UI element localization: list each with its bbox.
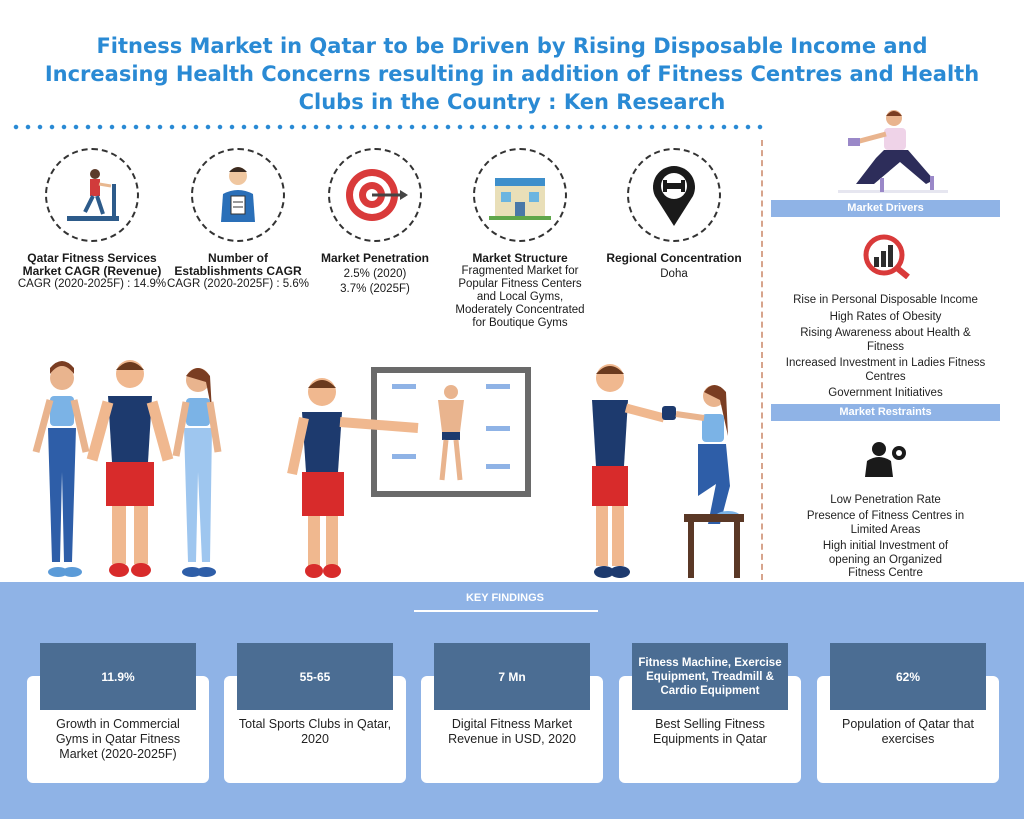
- stat-value: CAGR (2020-2025F) : 5.6%: [167, 278, 309, 290]
- key-findings-heading: KEY FINDINGS: [465, 592, 545, 604]
- page-title: Fitness Market in Qatar to be Driven by …: [44, 34, 980, 114]
- stat-label: Qatar Fitness Services Market CAGR (Reve…: [22, 251, 162, 278]
- key-findings-underline: [414, 610, 598, 612]
- stat-label: Market Penetration: [320, 251, 430, 265]
- finding-description: Best Selling Fitness Equipments in Qatar: [653, 717, 767, 746]
- market-restraints-heading: Market Restraints: [771, 403, 1000, 421]
- driver-item: Rising Awareness about Health & Fitness: [800, 327, 971, 353]
- male-athlete: [86, 360, 174, 577]
- trainer-icon: [191, 148, 285, 242]
- finding-value: 55-65: [237, 643, 393, 710]
- finding-value: 7 Mn: [434, 643, 590, 710]
- finding-description: Digital Fitness Market Revenue in USD, 2…: [448, 717, 576, 746]
- stat-value: 2.5% (2020): [343, 268, 407, 280]
- location-pin-icon: [627, 148, 721, 242]
- athletes-illustration: [32, 360, 222, 577]
- finding-value: 62%: [830, 643, 986, 710]
- stat-market-penetration: Market Penetration 2.5% (2020) 3.7% (202…: [300, 148, 450, 296]
- dotted-divider: [10, 124, 766, 130]
- driver-item: Government Initiatives: [828, 387, 943, 399]
- businessman-gear-icon: [771, 439, 1000, 482]
- dumbbell-training-illustration: [592, 364, 744, 578]
- stat-establishments-cagr: Number of Establishments CAGR CAGR (2020…: [163, 148, 313, 291]
- analytics-icon: [771, 233, 1000, 284]
- drivers-restraints-panel: Market Drivers Rise in Personal Disposab…: [771, 200, 1000, 584]
- target-icon: [328, 148, 422, 242]
- gym-building-icon: [473, 148, 567, 242]
- restraint-item: Low Penetration Rate: [830, 493, 941, 506]
- driver-item: Rise in Personal Disposable Income: [793, 294, 978, 306]
- finding-description: Total Sports Clubs in Qatar, 2020: [238, 717, 392, 746]
- finding-value: Fitness Machine, Exercise Equipment, Tre…: [632, 643, 788, 710]
- lunge-exercise-illustration: [838, 110, 948, 193]
- drivers-list: Rise in Personal Disposable Income High …: [771, 294, 1000, 401]
- stat-cagr-revenue: Qatar Fitness Services Market CAGR (Reve…: [17, 148, 167, 291]
- female-athlete-left: [32, 361, 90, 577]
- female-athlete-right: [172, 368, 222, 577]
- stat-label: Market Structure: [472, 251, 568, 265]
- vertical-dashed-divider: [761, 140, 763, 580]
- stat-value: Doha: [660, 268, 688, 280]
- stat-value: CAGR (2020-2025F) : 14.9%: [17, 278, 167, 290]
- stat-regional-concentration: Regional Concentration Doha: [599, 148, 749, 281]
- driver-item: High Rates of Obesity: [829, 310, 942, 323]
- stat-label: Number of Establishments CAGR: [174, 251, 302, 278]
- finding-description: Population of Qatar that exercises: [841, 717, 975, 746]
- restraints-list: Low Penetration Rate Presence of Fitness…: [771, 494, 1000, 581]
- finding-value: 11.9%: [40, 643, 196, 710]
- stat-market-structure: Market Structure Fragmented Market for P…: [445, 148, 595, 330]
- stat-value: Fragmented Market for Popular Fitness Ce…: [455, 265, 585, 329]
- driver-item: Increased Investment in Ladies Fitness C…: [785, 357, 986, 383]
- market-drivers-heading: Market Drivers: [771, 200, 1000, 217]
- restraint-item: Presence of Fitness Centres in Limited A…: [806, 510, 965, 536]
- treadmill-icon: [45, 148, 139, 242]
- stat-value-2: 3.7% (2025F): [340, 283, 410, 295]
- finding-description: Growth in Commercial Gyms in Qatar Fitne…: [55, 717, 181, 761]
- restraint-item: High initial Investment of opening an Or…: [822, 540, 949, 579]
- stat-label: Regional Concentration: [606, 251, 742, 265]
- trainer-presentation-illustration: [287, 367, 531, 578]
